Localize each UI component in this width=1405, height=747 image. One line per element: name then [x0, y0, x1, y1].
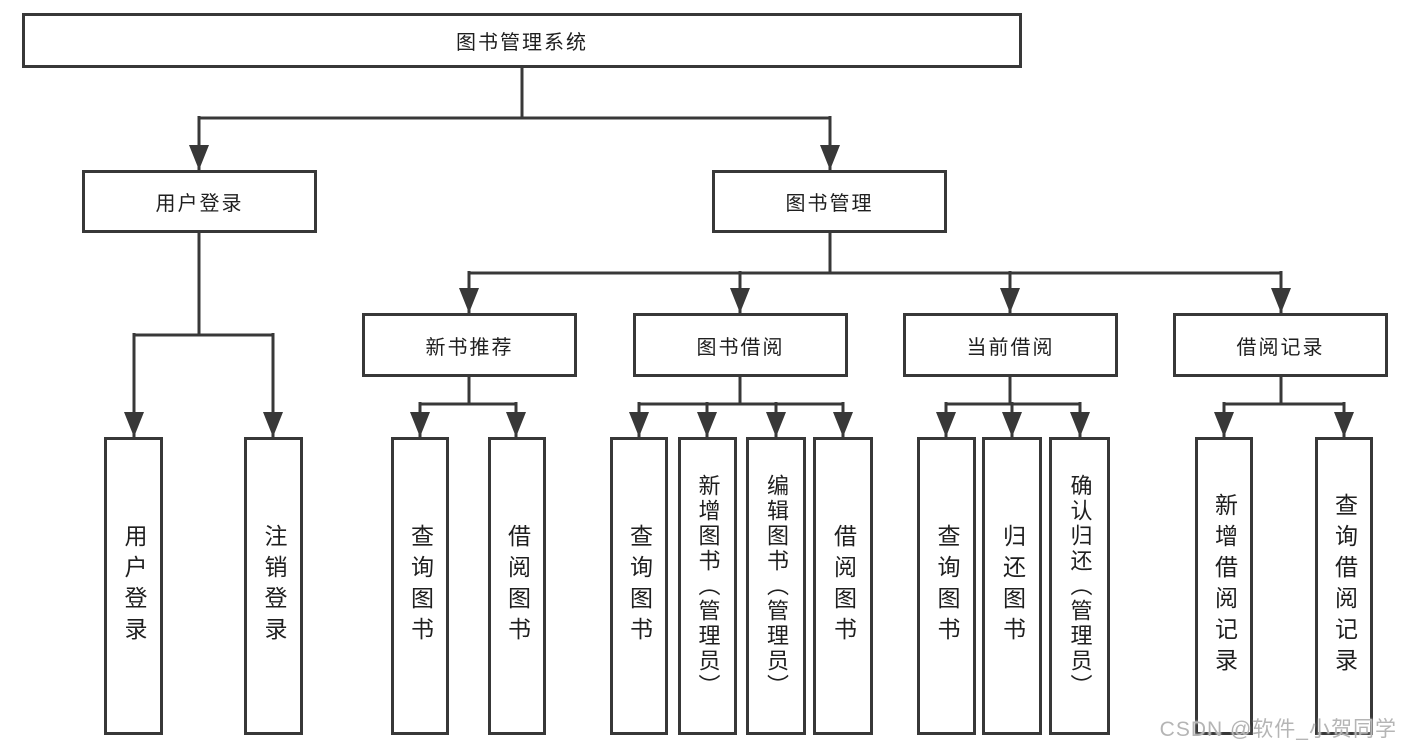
- node-logout: 注销登录: [244, 437, 303, 735]
- node-book-management-label: 图书管理: [785, 193, 874, 215]
- node-user-login-group-label: 用户登录: [155, 193, 244, 215]
- node-logout-label: 注销登录: [261, 524, 287, 648]
- node-borrow-query-books: 查询图书: [610, 437, 668, 735]
- node-return-books-label: 归还图书: [999, 524, 1026, 648]
- node-user-login-group: 用户登录: [82, 170, 317, 233]
- node-current-borrow: 当前借阅: [903, 313, 1118, 377]
- node-recommend-borrow-books: 借阅图书: [488, 437, 546, 735]
- node-user-login: 用户登录: [104, 437, 163, 735]
- node-borrow-books: 借阅图书: [813, 437, 873, 735]
- node-add-borrow-record: 新增借阅记录: [1195, 437, 1253, 735]
- node-book-management: 图书管理: [712, 170, 947, 233]
- node-recommend-query-books-label: 查询图书: [407, 524, 434, 648]
- node-user-login-label: 用户登录: [121, 524, 147, 648]
- csdn-watermark: CSDN @软件_小贺同学: [1159, 718, 1397, 741]
- node-book-borrow: 图书借阅: [633, 313, 848, 377]
- node-new-book-recommend: 新书推荐: [362, 313, 577, 377]
- node-confirm-return-admin-label: 确认归还（管理员）: [1067, 473, 1093, 699]
- node-borrow-query-books-label: 查询图书: [626, 524, 653, 648]
- node-edit-books-admin-label: 编辑图书（管理员）: [764, 473, 789, 699]
- node-current-query-books-label: 查询图书: [934, 524, 960, 648]
- node-borrow-books-label: 借阅图书: [830, 524, 857, 648]
- node-borrow-records-label: 借阅记录: [1236, 336, 1325, 359]
- node-add-books-admin: 新增图书（管理员）: [678, 437, 737, 735]
- node-borrow-records: 借阅记录: [1173, 313, 1388, 377]
- node-library-system-label: 图书管理系统: [456, 32, 588, 54]
- node-query-borrow-record: 查询借阅记录: [1315, 437, 1373, 735]
- node-library-system: 图书管理系统: [22, 13, 1022, 68]
- node-recommend-borrow-books-label: 借阅图书: [504, 524, 531, 648]
- node-add-borrow-record-label: 新增借阅记录: [1211, 493, 1238, 679]
- node-recommend-query-books: 查询图书: [391, 437, 449, 735]
- node-current-borrow-label: 当前借阅: [966, 336, 1055, 359]
- node-current-query-books: 查询图书: [917, 437, 976, 735]
- node-query-borrow-record-label: 查询借阅记录: [1331, 493, 1358, 679]
- node-return-books: 归还图书: [982, 437, 1042, 735]
- node-add-books-admin-label: 新增图书（管理员）: [695, 473, 721, 699]
- node-edit-books-admin: 编辑图书（管理员）: [746, 437, 806, 735]
- node-new-book-recommend-label: 新书推荐: [425, 336, 514, 359]
- node-confirm-return-admin: 确认归还（管理员）: [1049, 437, 1110, 735]
- node-book-borrow-label: 图书借阅: [696, 336, 785, 359]
